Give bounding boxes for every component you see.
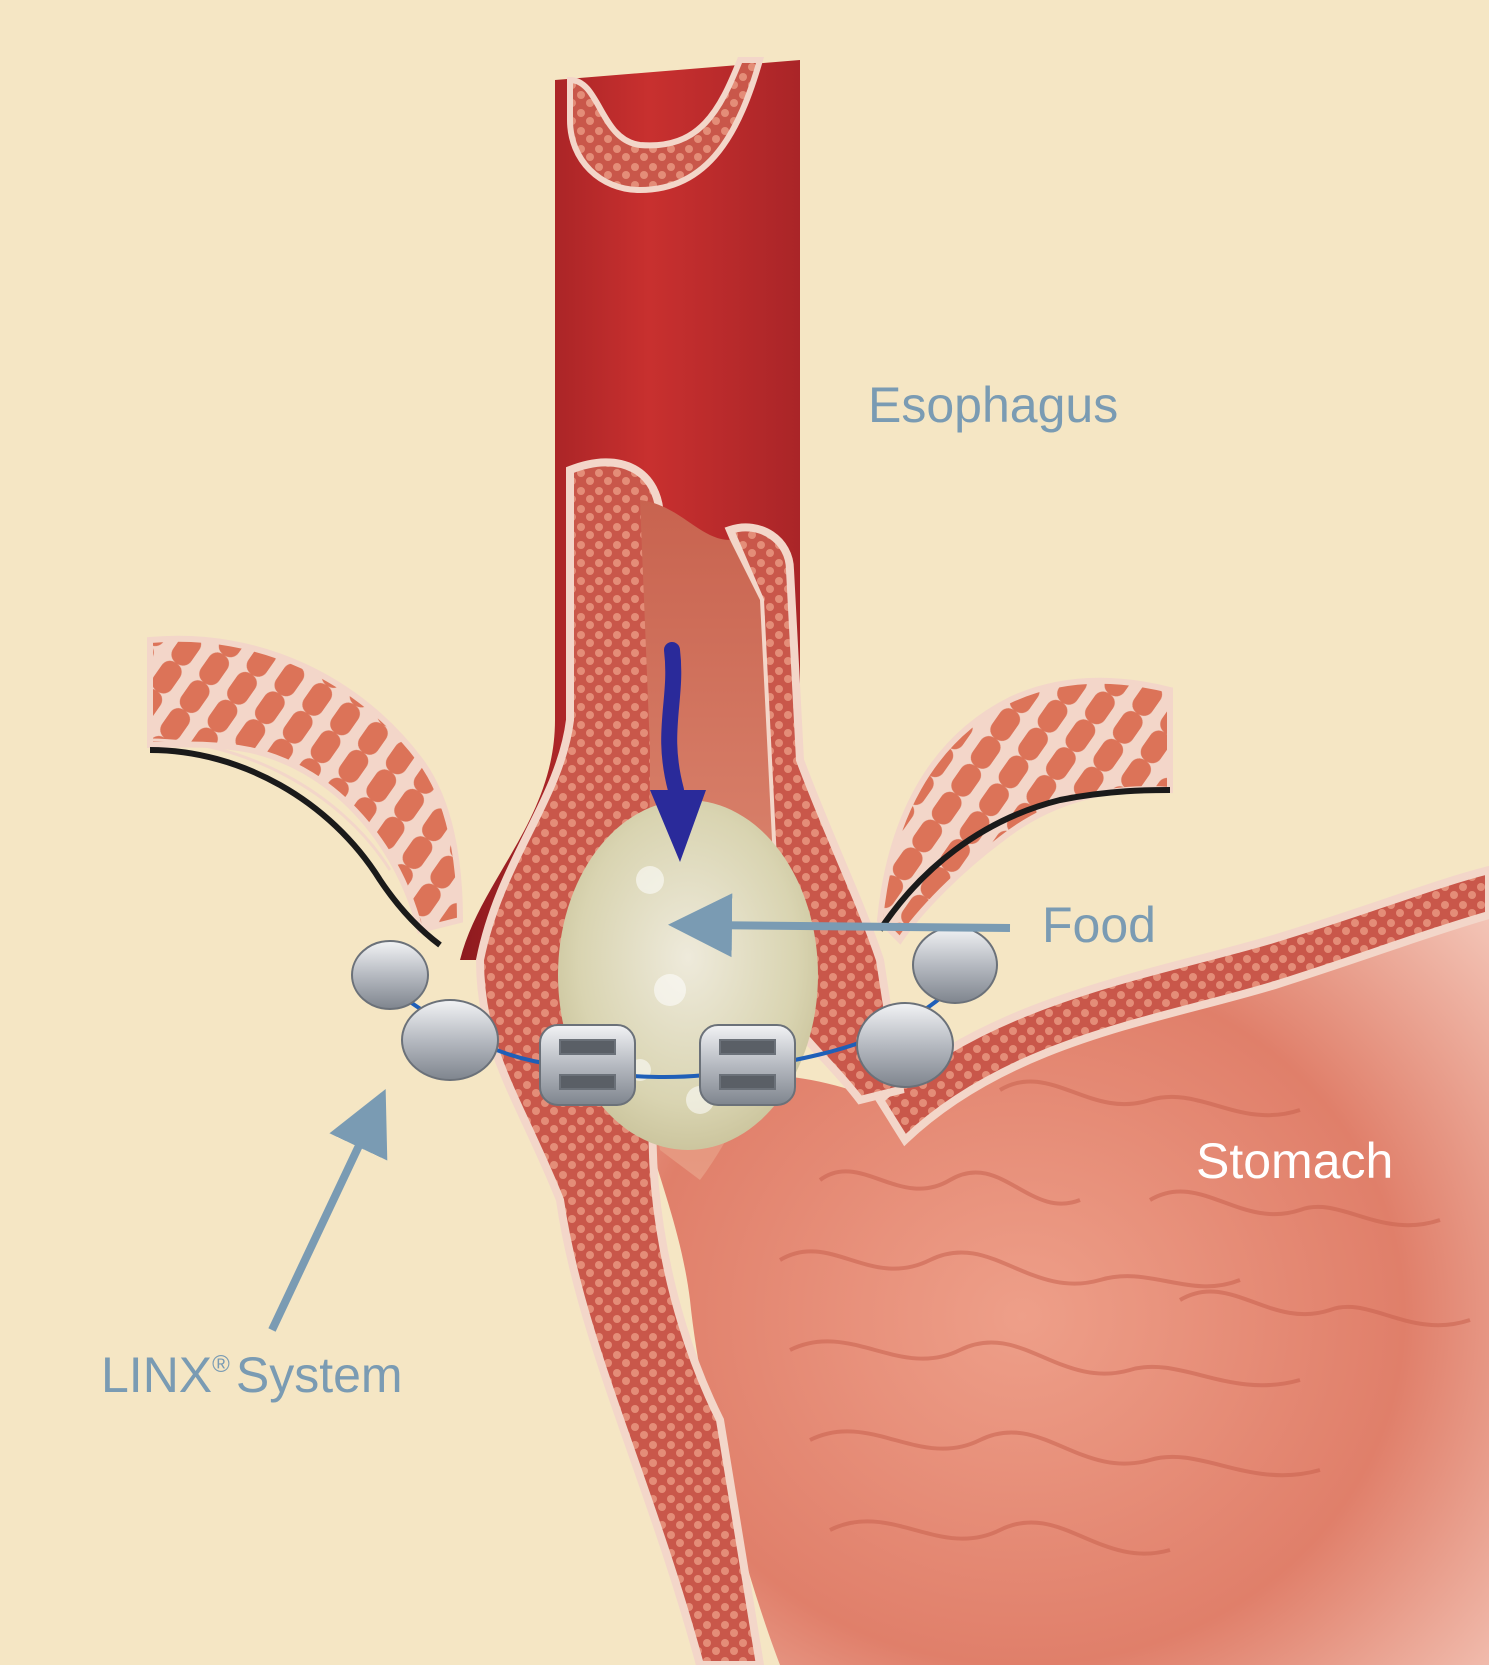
esophagus-wall-right: [724, 523, 905, 1105]
linx-name: LINX: [101, 1347, 213, 1403]
food-flow-arrow: [650, 642, 706, 862]
diaphragm-left: [147, 635, 464, 934]
stomach-body: [640, 890, 1489, 1665]
linx-system-label: LINX®System: [101, 1350, 403, 1400]
food-label: Food: [1042, 897, 1156, 953]
stomach-label: Stomach: [1196, 1133, 1394, 1189]
linx-pointer-arrow: [268, 1089, 388, 1332]
esophagus-label: Esophagus: [868, 377, 1119, 433]
linx-suffix: System: [235, 1347, 403, 1403]
registered-mark: ®: [212, 1351, 230, 1378]
food-pointer-arrow: [668, 893, 1011, 958]
magnetic-bead-icon: [351, 926, 998, 1106]
stomach-wall: [874, 865, 1489, 1147]
stomach-rugae: [778, 1079, 1471, 1556]
